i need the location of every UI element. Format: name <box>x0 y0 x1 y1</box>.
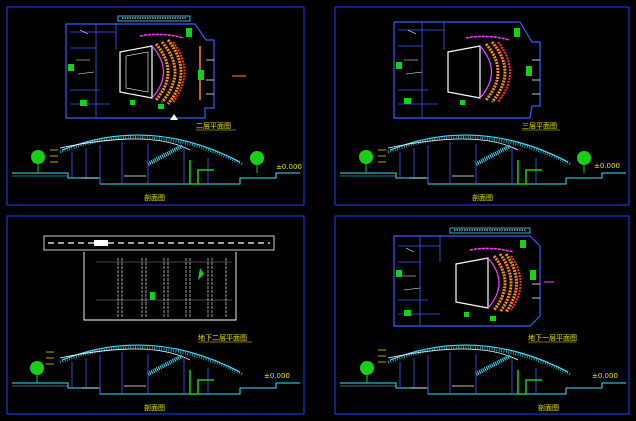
tree-left <box>31 150 45 164</box>
tree-left <box>359 150 373 164</box>
floor-plan: 地下二层平面图 <box>43 235 275 343</box>
section-caption: 剖面图 <box>472 193 493 202</box>
sheet-4: 地下一层平面图 ±0.000 剖面图 <box>334 215 630 415</box>
section-caption: 剖面图 <box>538 403 559 412</box>
section-caption: 剖面图 <box>144 403 165 412</box>
tree-right <box>250 151 264 165</box>
sheet-frame <box>334 6 630 206</box>
floor-plan: 地下一层平面图 <box>393 227 577 343</box>
sheet-frame <box>6 6 305 206</box>
sheet-frame <box>6 215 305 415</box>
elevation-mark: ±0.000 <box>276 163 302 171</box>
floor-plan: 三层平面图 <box>393 21 560 131</box>
building-section: ±0.000 剖面图 <box>12 134 302 202</box>
tree-left <box>360 361 374 375</box>
building-section: ±0.000 剖面图 <box>340 344 626 412</box>
floor-plan: 二层平面图 <box>65 15 246 131</box>
elevation-mark: ±0.000 <box>264 372 290 380</box>
elevation-mark: ±0.000 <box>592 372 618 380</box>
tree-left <box>30 361 44 375</box>
elevation-mark: ±0.000 <box>594 162 620 170</box>
plan-caption: 地下一层平面图 <box>528 333 577 342</box>
section-caption: 剖面图 <box>144 193 165 202</box>
plan-caption: 地下二层平面图 <box>198 333 247 342</box>
sheet-1: 二层平面图 ±0.000 剖面图 <box>6 6 305 206</box>
sheet-2: 三层平面图 ±0.000 剖面图 <box>334 6 630 206</box>
building-section: ±0.000 剖面图 <box>12 344 300 412</box>
tree-right <box>577 151 591 165</box>
sheet-3: 地下二层平面图 ±0.000 剖面图 <box>6 215 305 415</box>
plan-caption: 二层平面图 <box>196 122 231 130</box>
plan-caption: 三层平面图 <box>522 122 557 130</box>
building-section: ±0.000 剖面图 <box>340 134 626 202</box>
sheet-frame <box>334 215 630 415</box>
